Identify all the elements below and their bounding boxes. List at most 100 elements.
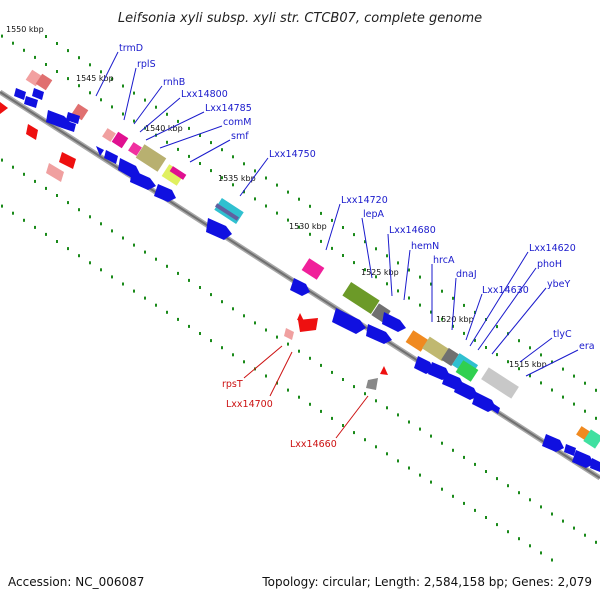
tick-dot <box>408 296 410 300</box>
tick-dot <box>551 388 553 392</box>
cds-reverse[interactable] <box>26 124 38 140</box>
tick-dot <box>309 204 311 208</box>
gene-label-Lxx14630[interactable]: Lxx14630 <box>482 285 529 296</box>
gene-label-Lxx14785[interactable]: Lxx14785 <box>205 103 252 114</box>
tick-dot <box>111 275 113 279</box>
cds-smf[interactable] <box>154 184 176 202</box>
tick-dot <box>320 211 322 215</box>
gene-label-trmD[interactable]: trmD <box>119 43 143 54</box>
gene-label-Lxx14700[interactable]: Lxx14700 <box>226 399 273 410</box>
tick-dot <box>353 261 355 265</box>
gene-label-rnhB[interactable]: rnhB <box>163 77 185 88</box>
cds-forward[interactable] <box>130 170 156 190</box>
gene-label-Lxx14680[interactable]: Lxx14680 <box>389 225 436 236</box>
tick-dot <box>386 452 388 456</box>
cds-Lxx14785[interactable] <box>161 164 185 186</box>
cds-forward[interactable] <box>32 88 44 100</box>
cds-forward[interactable] <box>428 362 450 380</box>
gene-label-Lxx14720[interactable]: Lxx14720 <box>341 195 388 206</box>
tick-dot <box>562 519 564 523</box>
tick-dot <box>188 324 190 328</box>
gene-label-hrcA[interactable]: hrcA <box>433 255 455 266</box>
tick-tracks <box>1 34 597 562</box>
tick-dot <box>452 494 454 498</box>
gene-label-lepA[interactable]: lepA <box>363 209 385 220</box>
gene-label-Lxx14800[interactable]: Lxx14800 <box>181 89 228 100</box>
gene-label-comM[interactable]: comM <box>223 117 252 128</box>
cds-reverse-Lxx14660[interactable] <box>366 378 378 390</box>
tick-dot <box>287 388 289 392</box>
cds-hrcA[interactable] <box>405 330 429 352</box>
tick-dot <box>199 332 201 335</box>
cds-forward[interactable] <box>290 278 310 296</box>
tick-dot <box>78 84 80 88</box>
cds-reverse-rpsT[interactable] <box>298 318 318 332</box>
cds-forward[interactable] <box>332 308 366 334</box>
cds-forward[interactable] <box>206 218 232 240</box>
cds-forward[interactable] <box>104 150 118 164</box>
tick-dot <box>100 98 102 102</box>
cds-rnhB[interactable] <box>128 142 142 156</box>
gene-label-Lxx14750[interactable]: Lxx14750 <box>269 149 316 160</box>
cds-forward[interactable] <box>492 404 500 414</box>
gene-label-rplS[interactable]: rplS <box>137 59 156 70</box>
cds-forward[interactable] <box>564 444 576 456</box>
gene-label-tlyC[interactable]: tlyC <box>553 329 572 340</box>
cds-Lxx14800[interactable] <box>135 144 167 172</box>
cds-hemN[interactable] <box>366 324 392 344</box>
cds-forward[interactable] <box>590 458 600 472</box>
cds-Lxx14630[interactable] <box>441 347 459 367</box>
cds-forward[interactable] <box>96 146 104 156</box>
gene-label-ybeY[interactable]: ybeY <box>547 279 570 290</box>
cds-era[interactable] <box>472 392 496 412</box>
cds-phoH[interactable] <box>455 360 479 382</box>
gene-label-smf[interactable]: smf <box>231 131 249 142</box>
cds-reverse[interactable] <box>46 163 64 182</box>
tick-dot <box>463 501 465 505</box>
cds-forward[interactable] <box>24 96 38 108</box>
tick-dot <box>276 335 278 339</box>
tick-dot <box>386 254 388 258</box>
cds-forward[interactable] <box>66 112 80 124</box>
cds-forward[interactable] <box>583 429 600 449</box>
cds-lepA[interactable] <box>342 282 380 314</box>
tick-dot <box>331 370 333 374</box>
gene-label-era[interactable]: era <box>579 341 595 352</box>
tick-dot <box>430 310 432 314</box>
tick-dot <box>12 41 14 45</box>
cds-reverse[interactable] <box>284 328 294 340</box>
cds-forward[interactable] <box>382 312 406 332</box>
gene-label-rpsT[interactable]: rpsT <box>222 379 243 390</box>
cds-reverse[interactable] <box>0 102 8 114</box>
tick-dot <box>188 154 190 158</box>
tick-dot <box>441 487 443 491</box>
cds-reverse[interactable] <box>59 152 76 169</box>
tick-dot <box>342 378 344 381</box>
tick-dot <box>232 183 234 187</box>
cds-forward[interactable] <box>14 88 26 100</box>
cds-tlyC[interactable] <box>454 380 478 400</box>
cds-forward[interactable] <box>62 120 76 132</box>
gene-label-Lxx14660[interactable]: Lxx14660 <box>290 439 337 450</box>
gene-label-phoH[interactable]: phoH <box>537 259 562 270</box>
cds-ybeY[interactable] <box>481 367 519 399</box>
cds-forward[interactable] <box>572 450 594 468</box>
cds-forward[interactable] <box>542 434 564 452</box>
tick-dot <box>474 310 476 314</box>
tick-dot <box>34 225 36 229</box>
cds-trmD[interactable] <box>102 128 116 142</box>
tick-dot <box>133 289 135 293</box>
gene-label-Lxx14620[interactable]: Lxx14620 <box>529 243 576 254</box>
cds-forward[interactable] <box>414 356 434 374</box>
cds-Lxx14720[interactable] <box>301 258 325 280</box>
tick-dot <box>452 448 454 452</box>
tick-dot <box>595 540 597 544</box>
cds-dnaJ[interactable] <box>422 336 450 362</box>
tick-dot <box>496 325 498 329</box>
gene-label-dnaJ[interactable]: dnaJ <box>456 269 477 280</box>
cds-rplS[interactable] <box>111 131 129 149</box>
gene-label-hemN[interactable]: hemN <box>411 241 439 252</box>
cds-forward[interactable] <box>35 73 53 91</box>
tick-dot <box>89 91 91 95</box>
